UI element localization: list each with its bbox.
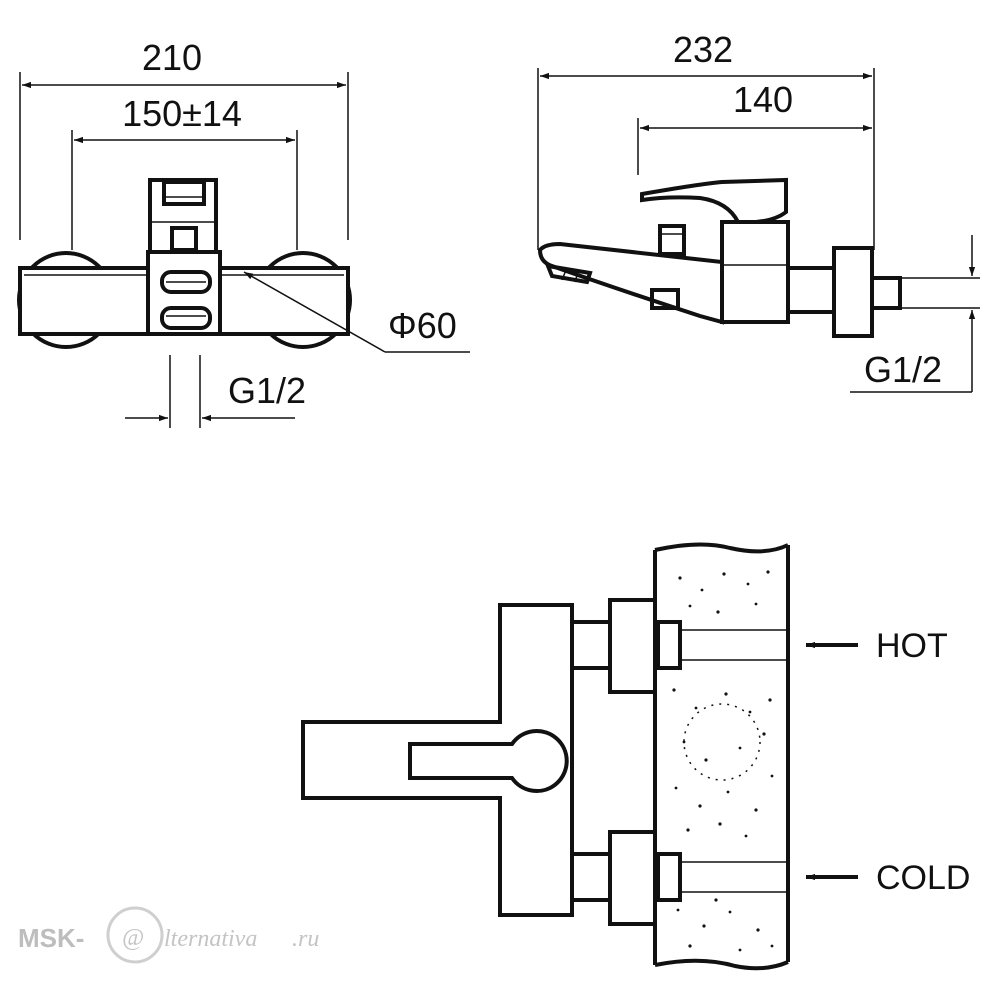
shower-outlet [650,288,680,310]
hot-fitting [656,620,682,670]
watermark: MSK- @ lternativa .ru [18,906,319,964]
watermark-logo-glyph: @ [122,925,144,951]
cartridge-slot [408,729,569,793]
watermark-domain: .ru [292,926,319,952]
concrete-texture [672,570,774,952]
dimension-eccentric-diameter: Φ60 [388,305,457,346]
aerator-detail-line [574,271,579,283]
dimension-center-distance: 150±14 [122,93,242,134]
installation-view: HOT COLD [301,542,970,971]
watermark-brand-suffix: lternativa [164,926,257,952]
watermark-brand-prefix: MSK- [18,923,84,953]
handle-top-cap [162,180,206,206]
cold-fitting [656,852,682,902]
diverter-knob-side [658,224,686,256]
escutcheon-side [832,246,874,338]
concrete-texture-ring [683,703,761,781]
diverter-knob [160,270,212,294]
front-view: 210 150±14 Φ60 G1/2 [17,37,470,428]
lever-handle-side [640,177,788,224]
lever-handle [148,178,218,254]
handle-stem [170,226,198,252]
hot-escutcheon [608,598,657,694]
cold-label: COLD [876,859,970,897]
aerator-detail-line [561,269,567,281]
mixer-body-side [720,220,790,324]
connector-pipe [786,266,836,314]
dimension-handle-depth: 140 [733,79,793,120]
cold-connector [570,852,612,902]
spout [537,241,724,325]
dimension-overall-depth: 232 [673,29,733,70]
watermark-logo-ring [106,906,164,964]
dimension-overall-width: 210 [142,37,202,78]
leader-eccentric-diameter [243,271,386,353]
eccentric-thread [870,276,902,310]
hot-connector [570,620,612,670]
dimension-thread-side: G1/2 [864,349,942,390]
dimension-thread-front: G1/2 [228,370,306,411]
cold-escutcheon [608,830,657,926]
hot-label: HOT [876,627,948,665]
aerator [544,263,593,285]
wall-top-break [654,542,789,554]
wall-bottom-break [654,958,789,971]
outlet-nut [160,306,212,330]
side-view: 232 140 G1/2 [537,29,980,393]
